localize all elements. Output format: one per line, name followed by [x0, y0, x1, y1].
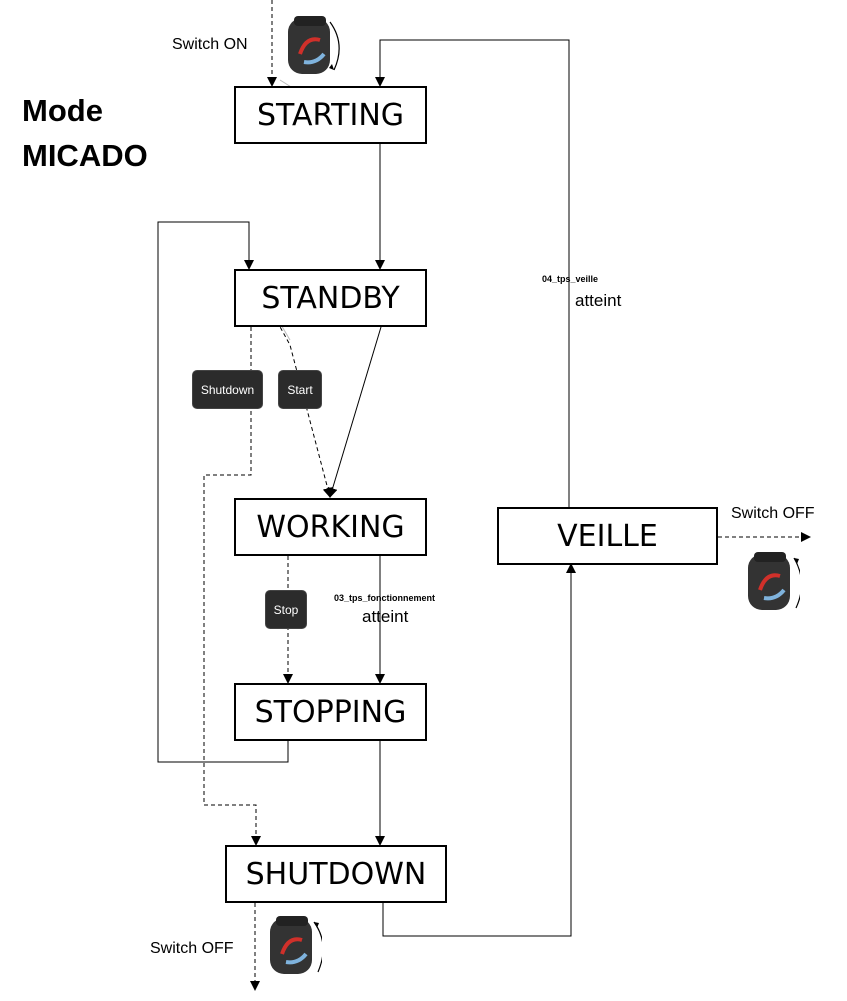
title-mode: Mode	[22, 93, 103, 128]
fonctionnement-timer-param: 03_tps_fonctionnement	[334, 593, 436, 603]
edge-standby-shutdown-dashed	[203, 327, 261, 846]
edge-veille-starting	[375, 39, 570, 507]
state-stopping: STOPPING	[234, 683, 427, 741]
veille-timer-param: 04_tps_veille	[542, 274, 599, 284]
shutdown-button[interactable]: Shutdown	[193, 371, 262, 408]
switch-on-label: Switch ON	[172, 36, 248, 53]
edge-standby-working	[327, 326, 382, 498]
state-working: WORKING	[234, 498, 427, 556]
rotary-switch-knob-icon	[270, 916, 322, 974]
switch-off-right-label: Switch OFF	[731, 505, 815, 522]
veille-timer-reached: atteint	[575, 291, 622, 310]
state-shutdown: SHUTDOWN	[225, 845, 447, 903]
state-starting: STARTING	[234, 86, 427, 144]
edge-shutdown-veille	[382, 563, 576, 937]
title-micado: MICADO	[22, 138, 148, 173]
stop-button[interactable]: Stop	[266, 591, 306, 628]
rotary-switch-knob-icon	[748, 552, 800, 610]
state-veille: VEILLE	[497, 507, 718, 565]
rotary-switch-knob-icon	[288, 16, 340, 74]
fonctionnement-timer-reached: atteint	[362, 607, 409, 626]
edge-stopping-standby	[157, 221, 289, 763]
switch-off-bottom-label: Switch OFF	[150, 940, 234, 957]
state-standby: STANDBY	[234, 269, 427, 327]
start-button[interactable]: Start	[279, 371, 321, 408]
